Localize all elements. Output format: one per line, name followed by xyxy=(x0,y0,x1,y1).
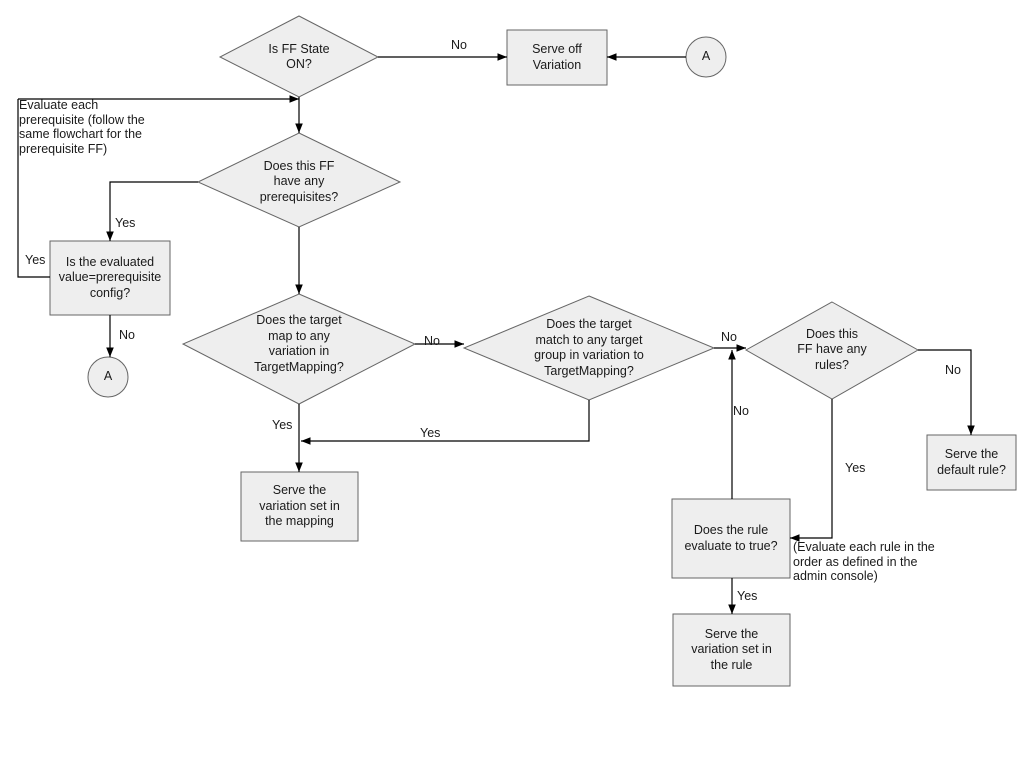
node-serve-rule-variation-shape[interactable] xyxy=(672,613,791,687)
edge-label-target-map-no: No xyxy=(424,334,440,348)
edge-label-rules-yes: Yes xyxy=(845,461,866,475)
node-connector-a-top-shape[interactable] xyxy=(685,36,727,78)
edge-label-rules-no: No xyxy=(945,363,961,377)
edge-label-evaluated-yes: Yes xyxy=(25,253,46,267)
node-serve-mapping-variation-shape[interactable] xyxy=(240,471,359,542)
node-has-rules-shape[interactable] xyxy=(744,301,920,400)
node-target-match-group-shape[interactable] xyxy=(462,295,716,401)
edge-label-target-group-no: No xyxy=(721,330,737,344)
edge-rules-no xyxy=(918,349,975,435)
edge-label-rule-eval-yes: Yes xyxy=(737,589,758,603)
node-evaluated-value-check-shape[interactable] xyxy=(49,240,171,316)
edge-target-group-yes xyxy=(301,400,590,445)
edge-evaluated-yes xyxy=(17,99,50,278)
node-rule-evaluate-true-shape[interactable] xyxy=(671,498,791,579)
edge-prereq-yes xyxy=(106,181,198,241)
node-serve-default-rule-shape[interactable] xyxy=(926,434,1017,491)
edge-label-rule-eval-no: No xyxy=(733,404,749,418)
node-has-prerequisites-shape[interactable] xyxy=(196,132,402,228)
edge-label-evaluated-no: No xyxy=(119,328,135,342)
edge-label-state-on-no: No xyxy=(451,38,467,52)
edge-label-target-map-yes: Yes xyxy=(272,418,293,432)
node-target-map-variation-shape[interactable] xyxy=(181,293,417,405)
node-is-ff-state-on-shape[interactable] xyxy=(218,15,380,98)
node-serve-off-variation-shape[interactable] xyxy=(506,29,608,86)
edge-label-target-group-yes: Yes xyxy=(420,426,441,440)
edge-label-prereq-yes: Yes xyxy=(115,216,136,230)
edge-rules-yes xyxy=(790,399,833,542)
annotation-rule-order-note: (Evaluate each rule in the order as defi… xyxy=(793,540,935,584)
node-connector-a-bottom-shape[interactable] xyxy=(87,356,129,398)
annotation-prerequisite-note: Evaluate each prerequisite (follow the s… xyxy=(19,98,145,156)
